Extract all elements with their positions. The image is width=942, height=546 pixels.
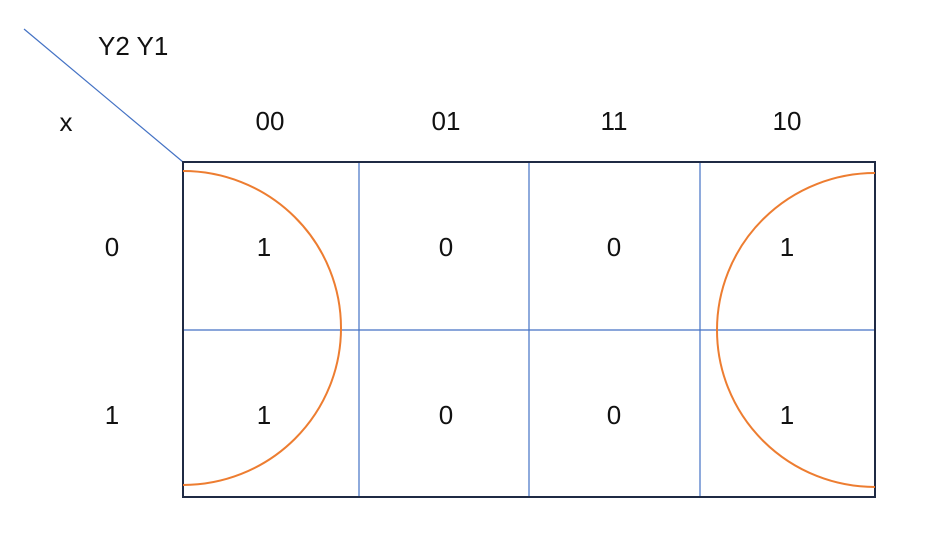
cell-value: 0 — [439, 400, 453, 430]
corner-diagonal — [23, 28, 184, 163]
cell-value: 0 — [607, 232, 621, 262]
row-header-0: 0 — [105, 232, 119, 262]
row-variable-label: x — [60, 107, 73, 137]
map-border — [182, 161, 876, 498]
group-loop-left — [182, 170, 342, 486]
cell-value: 0 — [439, 232, 453, 262]
row-header-1: 1 — [105, 400, 119, 430]
cell-value: 1 — [780, 400, 794, 430]
group-loop-right — [716, 172, 876, 488]
column-header-01: 01 — [432, 106, 461, 136]
column-variables-label: Y2 Y1 — [98, 31, 168, 61]
cell-value: 1 — [257, 232, 271, 262]
cell-value: 1 — [257, 400, 271, 430]
cell-value: 0 — [607, 400, 621, 430]
column-header-00: 00 — [256, 106, 285, 136]
column-header-10: 10 — [773, 106, 802, 136]
cell-value: 1 — [780, 232, 794, 262]
column-header-11: 11 — [601, 106, 628, 136]
